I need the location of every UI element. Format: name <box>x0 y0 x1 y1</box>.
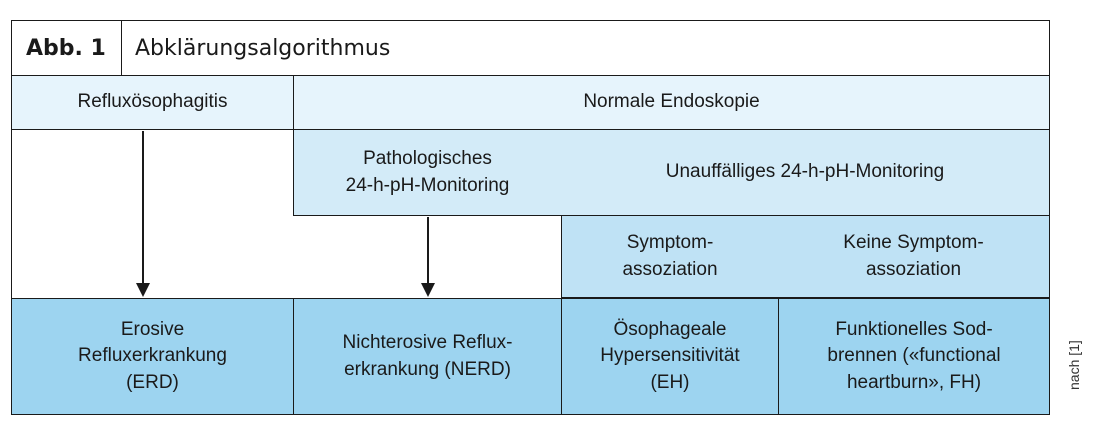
arrow-to-nerd-line <box>427 217 429 284</box>
keine-symptomassoziation-box: Keine Symptom- assoziation <box>778 216 1049 298</box>
symptomassoziation-box: Symptom- assoziation <box>561 216 779 298</box>
arrow-to-nerd-head <box>421 283 435 297</box>
nerd-outcome-box: Nichterosive Reflux- erkrankung (NERD) <box>294 298 562 414</box>
normale-endoskopie-box: Normale Endoskopie <box>294 76 1049 130</box>
eh-outcome-box: Ösophageale Hypersensitivität (EH) <box>562 298 779 414</box>
figure-title-bar: Abb. 1 Abklärungsalgorithmus <box>12 21 1049 76</box>
erd-outcome-box: Erosive Refluxerkrankung (ERD) <box>12 298 294 414</box>
figure-number: Abb. 1 <box>12 21 122 75</box>
refluxoesophagitis-box: Refluxösophagitis <box>12 76 294 130</box>
figure-title: Abklärungsalgorithmus <box>135 35 391 61</box>
source-note: nach [1] <box>1066 340 1082 390</box>
arrow-to-erd-head <box>136 283 150 297</box>
arrow-to-erd-line <box>142 131 144 284</box>
pathologisches-monitoring-box: Pathologisches 24-h-pH-Monitoring <box>293 130 562 216</box>
fh-outcome-box: Funktionelles Sod- brennen («functional … <box>779 298 1049 414</box>
unauffaelliges-monitoring-box: Unauffälliges 24-h-pH-Monitoring <box>561 130 1049 216</box>
figure-frame: Abb. 1 Abklärungsalgorithmus Refluxösoph… <box>11 20 1050 415</box>
